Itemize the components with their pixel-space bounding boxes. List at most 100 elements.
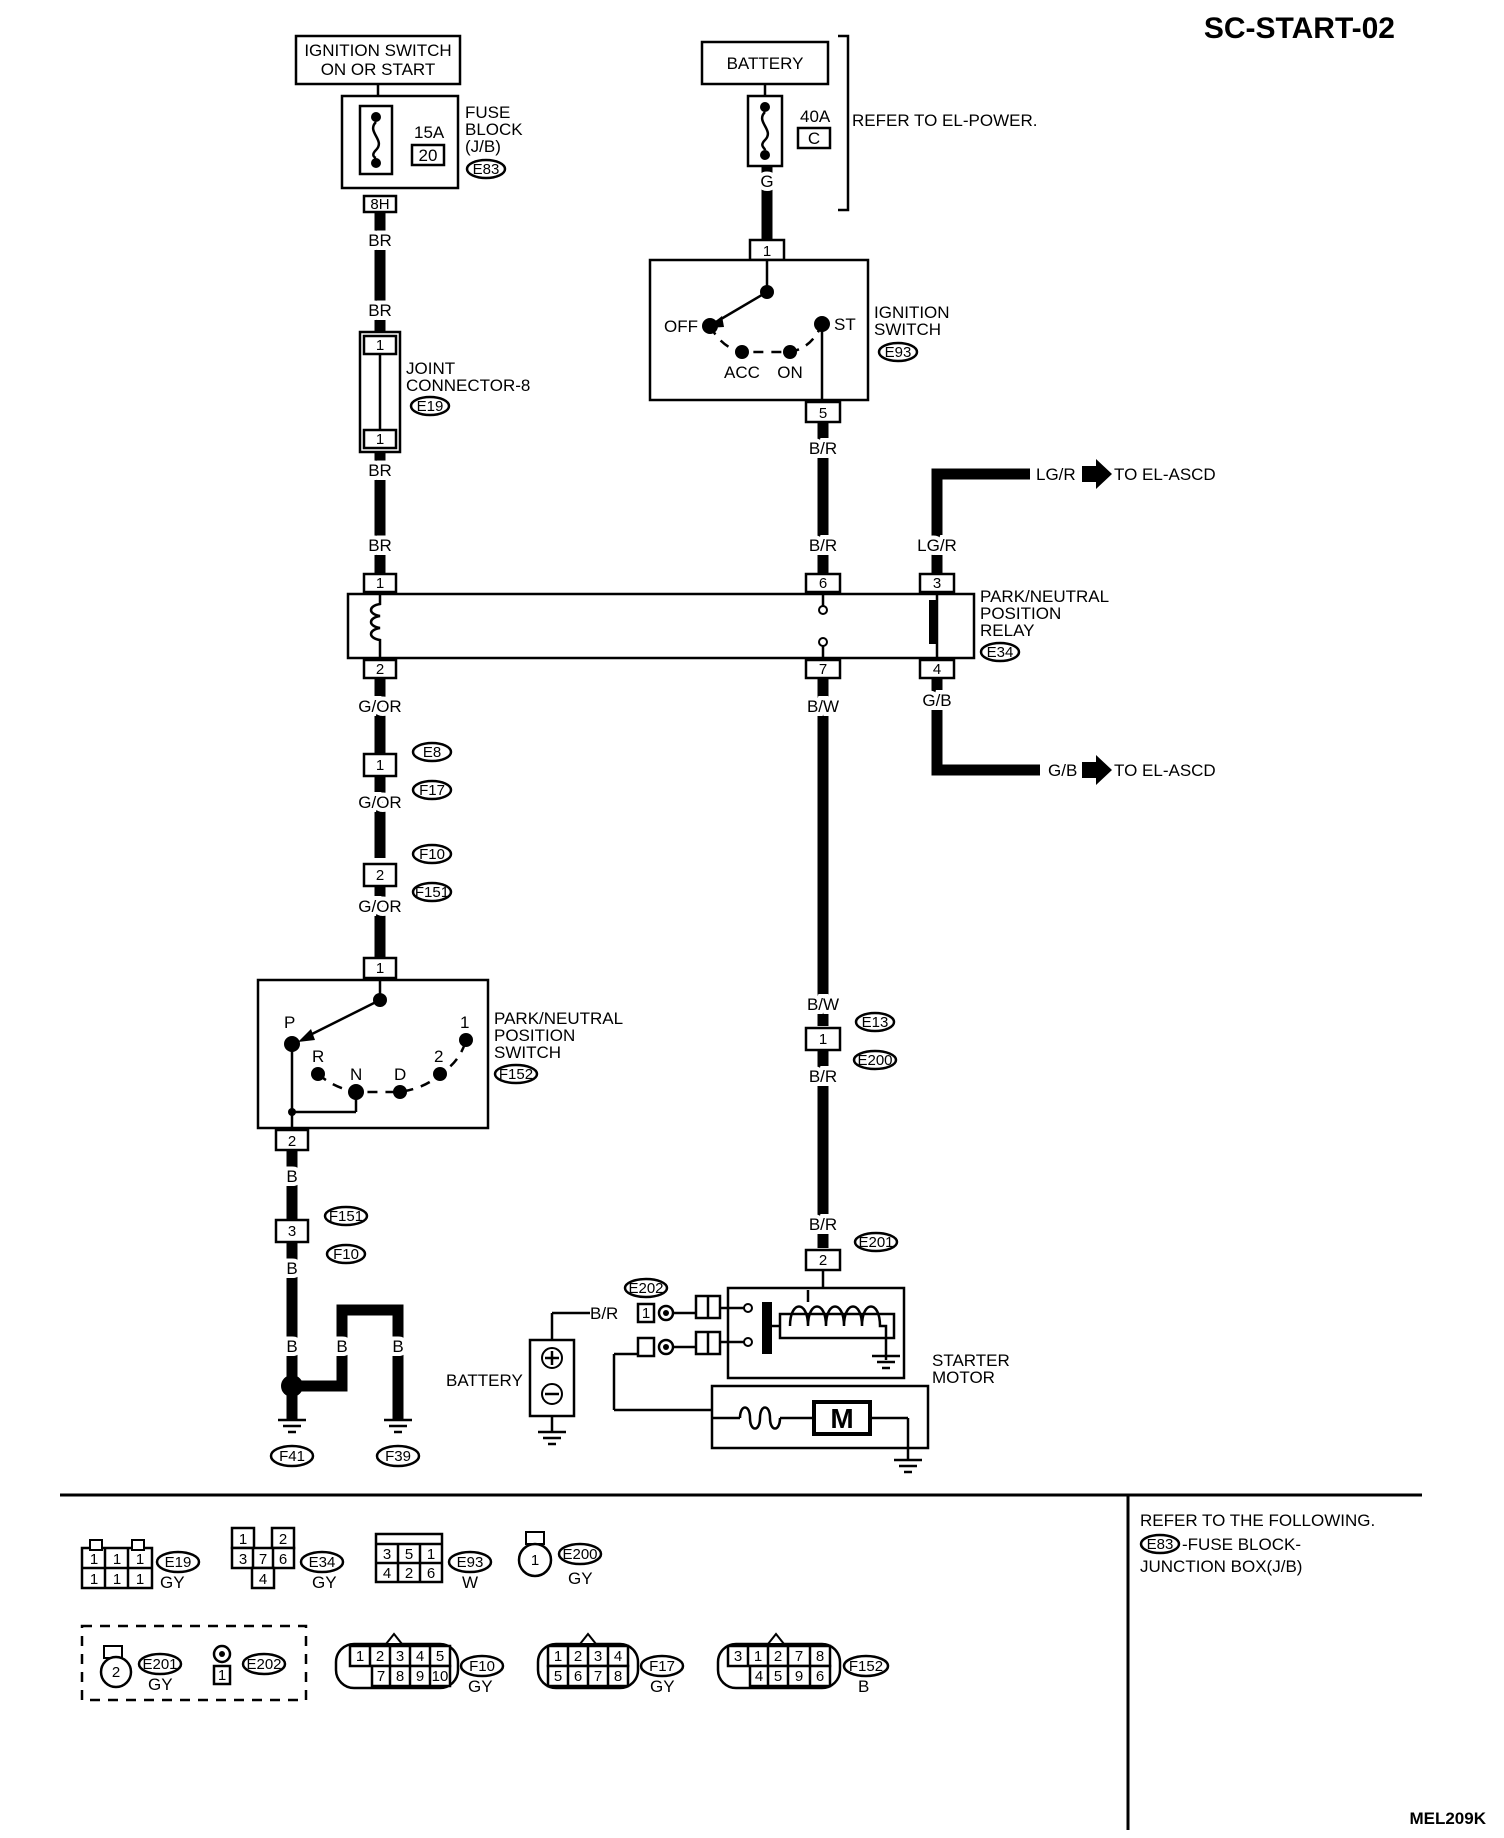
fuse-block-pin: 8H [370,196,389,213]
e19-pin: 1 [113,1551,121,1568]
f152-pin: 4 [755,1668,763,1685]
legend-connector-e200: 1 E200 GY [517,1531,603,1588]
conn-f10: F10 [419,846,445,863]
refer-note-line1: REFER TO THE FOLLOWING. [1140,1511,1375,1530]
conn-e200: E200 [857,1052,892,1069]
e93-pin: 1 [427,1546,435,1563]
wire-b-5: B [392,1337,403,1356]
ign-pin-5: 5 [819,405,827,422]
ascd-top-dest: TO EL-ASCD [1114,465,1216,484]
conn-e8-pin: 1 [376,757,384,774]
ground-icon [384,1418,412,1434]
conn-f17: F17 [419,782,445,799]
park-neutral-relay: 1 6 3 2 7 4 [346,572,976,680]
pn-label-2: POSITION [494,1026,575,1045]
legend-f17-conn: F17 [649,1658,675,1675]
relay-pin-1: 1 [376,575,384,592]
arrow-right-icon [1082,755,1112,785]
f10-pin: 3 [396,1648,404,1665]
svg-text:G: G [760,172,773,191]
pn-label-1: PARK/NEUTRAL [494,1009,623,1028]
starter-motor: M [612,1270,930,1474]
motor-icon: M [830,1403,853,1434]
battery-icon [528,1338,576,1446]
f17-pin: 4 [614,1648,622,1665]
e34-pin: 6 [279,1551,287,1568]
relay-label-1: PARK/NEUTRAL [980,587,1109,606]
f152-pin: 9 [795,1668,803,1685]
svg-text:B: B [336,1337,347,1356]
legend-e202-conn: E202 [246,1656,281,1673]
fuse-40a [746,94,784,168]
e34-pin: 2 [279,1531,287,1548]
fuse-block-label-2: BLOCK [465,120,523,139]
refer-note-conn: E83 [1147,1536,1174,1553]
ign-conn: E93 [885,344,912,361]
e93-pin: 3 [383,1546,391,1563]
starter-label-2: MOTOR [932,1368,995,1387]
f17-pin: 7 [594,1668,602,1685]
conn-f151: F151 [415,884,449,901]
park-neutral-switch: P R N D 2 1 [256,978,490,1130]
conn-e13: E13 [862,1014,889,1031]
legend-connector-f10: 1 2 3 4 5 7 8 9 10 F10 GY [334,1632,505,1696]
conn-f10-pin: 2 [376,867,384,884]
f152-pin: 7 [795,1648,803,1665]
e19-pin: 1 [90,1551,98,1568]
ign-pos-acc: ACC [724,363,760,382]
legend-f152-color: B [858,1677,869,1696]
f152-pin: 5 [774,1668,782,1685]
ign-pin-1: 1 [763,243,771,260]
legend-e19-conn: E19 [165,1554,192,1571]
starter-label-1: STARTER [932,1351,1010,1370]
f10-pin: 4 [416,1648,424,1665]
wire-br-r-1: B/R [809,439,837,458]
ign-label-2: SWITCH [874,320,941,339]
pn-label-3: SWITCH [494,1043,561,1062]
legend-e93-color: W [462,1573,478,1592]
f10-pin: 5 [436,1648,444,1665]
legend-e201-conn: E201 [142,1656,177,1673]
e201-pin: 2 [112,1664,120,1681]
relay-label-3: RELAY [980,621,1035,640]
svg-text:B: B [286,1337,297,1356]
legend-f152-conn: F152 [849,1658,883,1675]
joint-conn: E19 [417,398,444,415]
legend-e200-color: GY [568,1569,593,1588]
e200-pin: 1 [531,1552,539,1569]
f17-pin: 8 [614,1668,622,1685]
relay-pin-6: 6 [819,575,827,592]
arrow-right-icon [1082,459,1112,489]
f17-pin: 6 [574,1668,582,1685]
joint-connector-8: 1 1 [358,330,402,454]
e34-pin: 1 [239,1531,247,1548]
battery-label: BATTERY [727,54,804,73]
pn-pos-n: N [350,1065,362,1084]
f152-pin: 6 [816,1668,824,1685]
wire-b-3: B [286,1337,297,1356]
ign-pos-off: OFF [664,317,698,336]
f17-pin: 1 [554,1648,562,1665]
legend-f10-color: GY [468,1677,493,1696]
legend-f10-conn: F10 [469,1658,495,1675]
svg-text:G/B: G/B [922,691,951,710]
wire-br-4: BR [368,536,392,555]
legend-e201-color: GY [148,1675,173,1694]
conn-f151b-pin: 3 [288,1223,296,1240]
wire-br-1: BR [368,231,392,250]
wire-b-w-2: B/W [807,995,839,1014]
legend-connector-e19: 1 1 1 1 1 1 E19 GY [80,1539,201,1592]
e19-pin: 1 [136,1551,144,1568]
conn-e8: E8 [423,744,441,761]
wire-br-2: BR [368,301,392,320]
e19-pin: 1 [136,1571,144,1588]
joint-pin-top: 1 [376,337,384,354]
wire-g: G [760,172,773,191]
pn-conn: F152 [499,1066,533,1083]
pn-pos-p: P [284,1013,295,1032]
legend-connector-f152: 3 1 2 7 8 4 5 9 6 F152 B [716,1632,890,1696]
refer-bracket [838,34,850,212]
fuse-40a-letter: C [808,129,820,148]
fuse-element-icon [371,121,381,160]
